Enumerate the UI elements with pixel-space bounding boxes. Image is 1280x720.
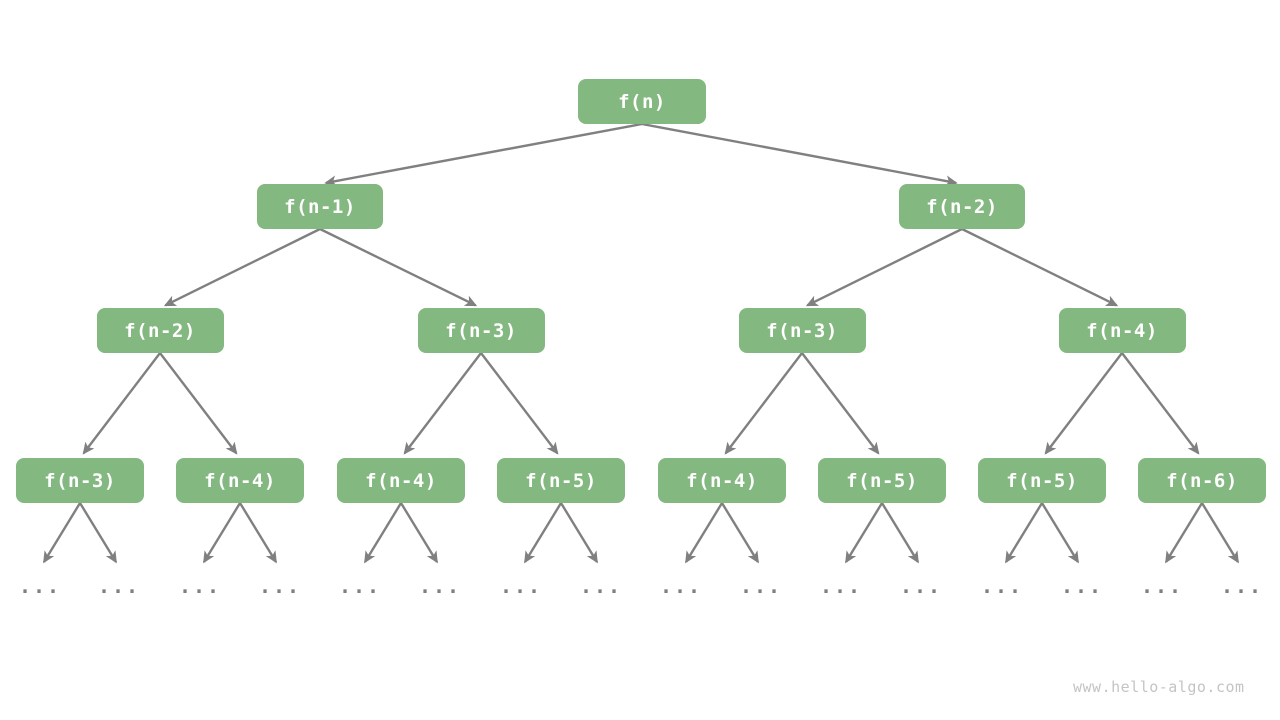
tree-node[interactable]: f(n-5) <box>818 458 946 503</box>
tree-edge-stub <box>1200 502 1240 564</box>
tree-node[interactable]: f(n) <box>578 79 706 124</box>
tree-edge-stub <box>720 502 760 564</box>
tree-edge <box>324 122 643 187</box>
tree-edge-stub <box>1004 502 1044 564</box>
tree-node[interactable]: f(n-5) <box>978 458 1106 503</box>
tree-node[interactable]: f(n-3) <box>417 308 545 353</box>
tree-edge-stub <box>363 502 403 564</box>
tree-node[interactable]: f(n-3) <box>738 308 866 353</box>
tree-node[interactable]: f(n-2) <box>96 308 224 353</box>
ellipsis-marker: ... <box>178 574 222 598</box>
ellipsis-marker: ... <box>1220 574 1264 598</box>
ellipsis-marker: ... <box>258 574 302 598</box>
tree-edge-stub <box>202 502 242 564</box>
ellipsis-marker: ... <box>579 574 623 598</box>
tree-node[interactable]: f(n-3) <box>16 458 144 503</box>
tree-edge <box>724 352 803 455</box>
tree-edge-stub <box>559 502 599 564</box>
tree-edge <box>403 352 482 455</box>
tree-edge-stub <box>399 502 439 564</box>
tree-edge <box>961 227 1119 307</box>
tree-node[interactable]: f(n-4) <box>337 458 465 503</box>
tree-node[interactable]: f(n-1) <box>257 184 383 229</box>
ellipsis-marker: ... <box>18 574 62 598</box>
tree-edge-stub <box>844 502 884 564</box>
tree-edge-stub <box>78 502 118 564</box>
ellipsis-marker: ... <box>739 574 783 598</box>
tree-edge-stub <box>238 502 278 564</box>
tree-node[interactable]: f(n-4) <box>176 458 304 503</box>
ellipsis-marker: ... <box>418 574 462 598</box>
ellipsis-marker: ... <box>1140 574 1184 598</box>
tree-node[interactable]: f(n-2) <box>899 184 1025 229</box>
tree-node[interactable]: f(n-5) <box>497 458 625 503</box>
tree-edge-stub <box>1040 502 1080 564</box>
ellipsis-marker: ... <box>659 574 703 598</box>
ellipsis-marker: ... <box>899 574 943 598</box>
ellipsis-marker: ... <box>97 574 141 598</box>
tree-edge-stub <box>684 502 724 564</box>
tree-edge-stub <box>1164 502 1204 564</box>
tree-node[interactable]: f(n-4) <box>658 458 786 503</box>
tree-edge <box>1044 352 1123 455</box>
ellipsis-marker: ... <box>1060 574 1104 598</box>
tree-node[interactable]: f(n-6) <box>1138 458 1266 503</box>
tree-edge-stub <box>523 502 563 564</box>
tree-edge-stub <box>880 502 920 564</box>
watermark: www.hello-algo.com <box>1073 678 1245 696</box>
tree-edge <box>480 352 559 455</box>
tree-edge <box>82 352 161 455</box>
ellipsis-marker: ... <box>338 574 382 598</box>
tree-edge <box>163 227 321 307</box>
ellipsis-marker: ... <box>980 574 1024 598</box>
ellipsis-marker: ... <box>499 574 543 598</box>
tree-edge <box>801 352 880 455</box>
tree-edge <box>159 352 238 455</box>
tree-node[interactable]: f(n-4) <box>1058 308 1186 353</box>
ellipsis-marker: ... <box>819 574 863 598</box>
tree-edge <box>1121 352 1200 455</box>
tree-edge <box>319 227 478 307</box>
tree-edge <box>641 122 958 187</box>
tree-edge-stub <box>42 502 82 564</box>
tree-edge <box>805 227 963 307</box>
